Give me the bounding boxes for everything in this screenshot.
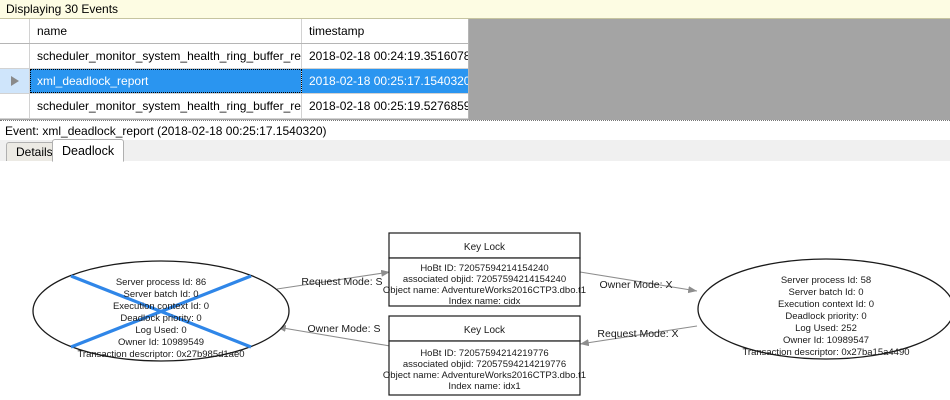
displaying-events-banner: Displaying 30 Events [0, 0, 950, 19]
events-grid-area: name timestamp scheduler_monitor_system_… [0, 19, 950, 120]
row-selector-cell[interactable] [0, 94, 30, 118]
event-caption-bar: Event: xml_deadlock_report (2018-02-18 0… [0, 120, 950, 141]
keylock-top-line-0: HoBt ID: 72057594214154240 [420, 263, 548, 274]
table-row-selected[interactable]: xml_deadlock_report 2018-02-18 00:25:17.… [0, 69, 468, 94]
process-left-line-5: Owner Id: 10989549 [118, 337, 204, 348]
keylock-bottom-title: Key Lock [464, 325, 506, 336]
resource-node-keylock-top[interactable]: Key Lock HoBt ID: 72057594214154240 asso… [383, 232, 586, 307]
process-left-line-3: Deadlock priority: 0 [120, 313, 201, 324]
resource-node-keylock-bottom[interactable]: Key Lock HoBt ID: 72057594214219776 asso… [383, 315, 586, 396]
cell-name: scheduler_monitor_system_health_ring_buf… [30, 44, 302, 68]
process-right-line-0: Server process Id: 58 [781, 275, 871, 286]
process-right-line-4: Log Used: 252 [795, 323, 857, 334]
edge-label-right-owner: Owner Mode: X [600, 279, 673, 291]
edge-right-owner [579, 271, 698, 294]
process-left-line-4: Log Used: 0 [135, 325, 186, 336]
deadlock-graph-canvas[interactable]: Server process Id: 86 Server batch Id: 0… [0, 161, 950, 400]
edge-left-owner [276, 324, 391, 347]
edge-label-left-request: Request Mode: S [301, 276, 382, 288]
column-header-name[interactable]: name [30, 19, 302, 43]
process-node-right[interactable]: Server process Id: 58 Server batch Id: 0… [697, 258, 950, 360]
row-selector-cell[interactable] [0, 44, 30, 68]
process-left-line-0: Server process Id: 86 [116, 277, 206, 288]
keylock-bottom-line-2: Object name: AdventureWorks2016CTP3.dbo.… [383, 370, 586, 381]
cell-timestamp: 2018-02-18 00:25:19.5276859 [309, 99, 468, 113]
cell-name: scheduler_monitor_system_health_ring_buf… [30, 94, 302, 118]
process-right-line-1: Server batch Id: 0 [789, 287, 864, 298]
edge-label-right-request: Request Mode: X [597, 328, 678, 340]
keylock-top-line-3: Index name: cidx [449, 296, 521, 307]
keylock-top-title: Key Lock [464, 242, 506, 253]
keylock-top-line-1: associated objid: 72057594214154240 [403, 274, 566, 285]
grid-header-selector-cell [0, 19, 30, 43]
process-left-line-6: Transaction descriptor: 0x27b985d1ae0 [77, 349, 244, 360]
keylock-bottom-line-1: associated objid: 72057594214219776 [403, 359, 566, 370]
event-caption-label: Event: xml_deadlock_report (2018-02-18 0… [5, 124, 327, 138]
column-header-timestamp[interactable]: timestamp [309, 24, 365, 38]
victim-cross-icon [70, 274, 252, 349]
edge-right-request [579, 325, 698, 347]
process-right-line-3: Deadlock priority: 0 [785, 311, 866, 322]
cell-timestamp: 2018-02-18 00:24:19.3516078 [309, 49, 468, 63]
process-node-left[interactable]: Server process Id: 86 Server batch Id: 0… [32, 260, 290, 362]
process-left-line-2: Execution context Id: 0 [113, 301, 209, 312]
edge-left-request [276, 269, 391, 290]
process-right-line-2: Execution context Id: 0 [778, 299, 874, 310]
row-marker-triangle-icon [10, 76, 19, 86]
cell-timestamp: 2018-02-18 00:25:17.1540320 [302, 69, 468, 93]
cell-name: xml_deadlock_report [30, 69, 302, 93]
tab-deadlock[interactable]: Deadlock [52, 139, 125, 162]
events-grid[interactable]: name timestamp scheduler_monitor_system_… [0, 19, 469, 119]
process-right-line-6: Transaction descriptor: 0x27ba15a4490 [742, 347, 909, 358]
grid-header-row: name timestamp [0, 19, 468, 44]
table-row[interactable]: scheduler_monitor_system_health_ring_buf… [0, 94, 468, 119]
detail-tabstrip: Details Deadlock [0, 139, 950, 162]
process-right-line-5: Owner Id: 10989547 [783, 335, 869, 346]
edge-label-left-owner: Owner Mode: S [308, 323, 381, 335]
table-row[interactable]: scheduler_monitor_system_health_ring_buf… [0, 44, 468, 69]
keylock-bottom-line-3: Index name: idx1 [448, 381, 520, 392]
keylock-bottom-line-0: HoBt ID: 72057594214219776 [420, 348, 548, 359]
keylock-top-line-2: Object name: AdventureWorks2016CTP3.dbo.… [383, 285, 586, 296]
process-left-line-1: Server batch Id: 0 [124, 289, 199, 300]
displaying-events-label: Displaying 30 Events [6, 1, 119, 16]
row-selector-cell[interactable] [0, 69, 30, 93]
